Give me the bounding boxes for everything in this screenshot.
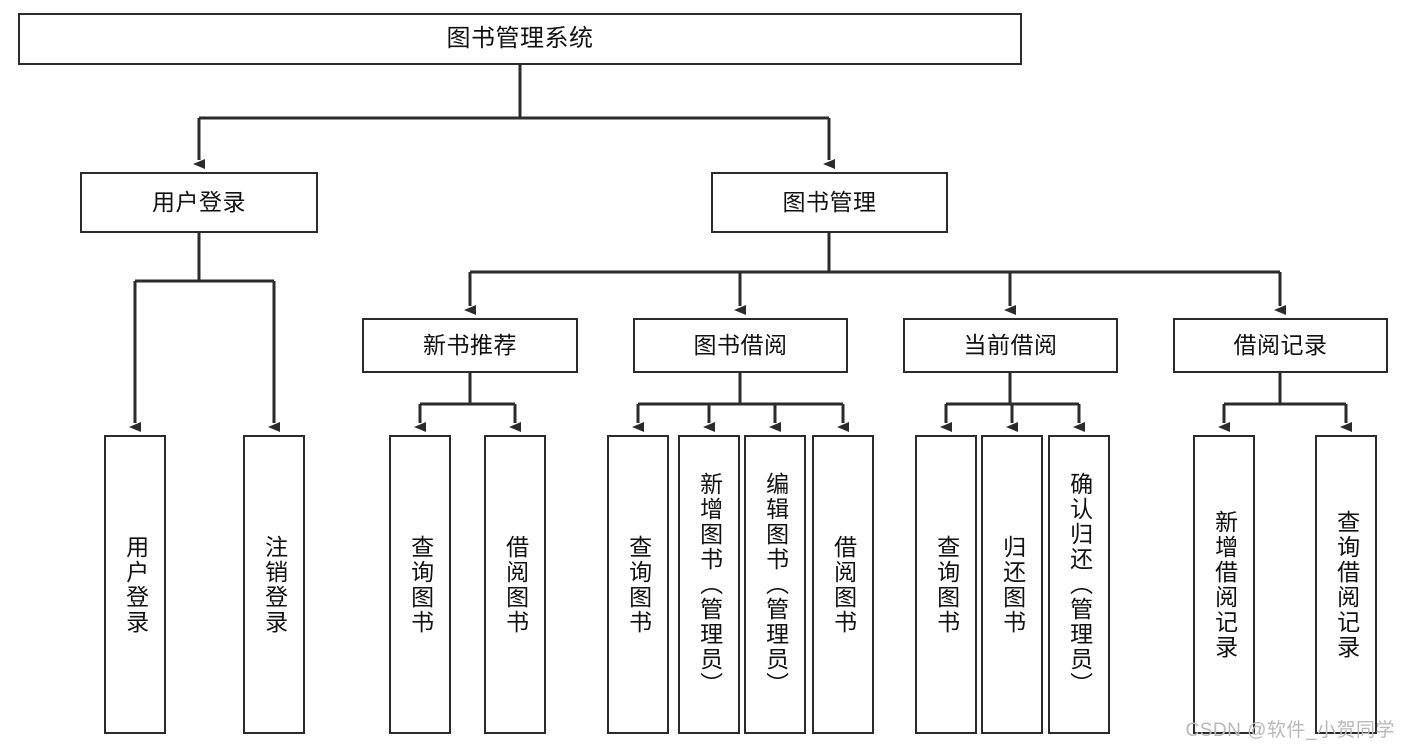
node-leaf-query-record[interactable]: 查询借阅记录 xyxy=(1315,435,1377,734)
node-leaf-query-record-label: 查询借阅记录 xyxy=(1333,509,1360,660)
node-leaf-confirm-return-label: 确认归还（管理员） xyxy=(1066,472,1093,697)
node-leaf-logout[interactable]: 注销登录 xyxy=(243,435,305,734)
node-user-login[interactable]: 用户登录 xyxy=(80,172,318,233)
node-leaf-add-book-label: 新增图书（管理员） xyxy=(696,472,723,697)
watermark: CSDN @软件_小贺同学 xyxy=(1185,720,1395,741)
node-leaf-query-book-3[interactable]: 查询图书 xyxy=(915,435,977,734)
node-book-management-label: 图书管理 xyxy=(782,188,877,215)
node-book-borrow[interactable]: 图书借阅 xyxy=(633,318,848,373)
node-borrow-record-label: 借阅记录 xyxy=(1233,331,1328,358)
node-book-management[interactable]: 图书管理 xyxy=(711,172,948,233)
node-leaf-borrow-book-1-label: 借阅图书 xyxy=(502,534,529,635)
node-leaf-edit-book-label: 编辑图书（管理员） xyxy=(762,472,789,697)
node-current-borrow[interactable]: 当前借阅 xyxy=(903,318,1118,373)
node-leaf-add-record[interactable]: 新增借阅记录 xyxy=(1193,435,1255,734)
node-current-borrow-label: 当前借阅 xyxy=(963,331,1058,358)
node-leaf-add-book[interactable]: 新增图书（管理员） xyxy=(678,435,740,734)
node-leaf-query-book-2-label: 查询图书 xyxy=(625,534,652,635)
node-leaf-query-book-2[interactable]: 查询图书 xyxy=(607,435,669,734)
node-root-label: 图书管理系统 xyxy=(446,24,594,52)
node-leaf-query-book-1-label: 查询图书 xyxy=(407,534,434,635)
node-book-borrow-label: 图书借阅 xyxy=(693,331,788,358)
node-new-book-recommend[interactable]: 新书推荐 xyxy=(362,318,578,373)
node-leaf-edit-book[interactable]: 编辑图书（管理员） xyxy=(744,435,806,734)
node-leaf-logout-label: 注销登录 xyxy=(261,534,288,635)
node-leaf-user-login-label: 用户登录 xyxy=(122,534,149,635)
node-borrow-record[interactable]: 借阅记录 xyxy=(1173,318,1388,373)
node-new-book-recommend-label: 新书推荐 xyxy=(423,331,517,358)
node-leaf-return-book[interactable]: 归还图书 xyxy=(981,435,1043,734)
node-leaf-user-login[interactable]: 用户登录 xyxy=(104,435,166,734)
node-root[interactable]: 图书管理系统 xyxy=(18,13,1022,65)
node-leaf-confirm-return[interactable]: 确认归还（管理员） xyxy=(1048,435,1110,734)
node-leaf-borrow-book-2[interactable]: 借阅图书 xyxy=(812,435,874,734)
node-leaf-add-record-label: 新增借阅记录 xyxy=(1211,509,1238,660)
node-leaf-borrow-book-2-label: 借阅图书 xyxy=(830,534,857,635)
node-leaf-query-book-3-label: 查询图书 xyxy=(933,534,960,635)
node-leaf-return-book-label: 归还图书 xyxy=(999,534,1026,635)
node-user-login-label: 用户登录 xyxy=(152,188,246,215)
node-leaf-borrow-book-1[interactable]: 借阅图书 xyxy=(484,435,546,734)
node-leaf-query-book-1[interactable]: 查询图书 xyxy=(389,435,451,734)
